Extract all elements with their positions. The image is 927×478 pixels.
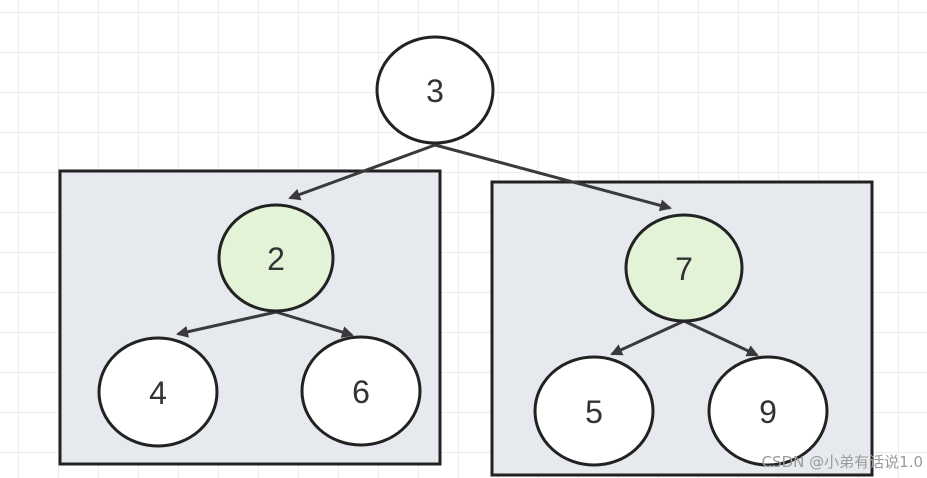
node-circle [533, 355, 655, 467]
edge-7-5 [610, 319, 685, 356]
edge-2-4 [176, 310, 277, 338]
tree-node-6: 6 [300, 335, 422, 447]
node-circle [624, 213, 744, 323]
node-label: 2 [267, 241, 285, 277]
node-circle [300, 335, 422, 447]
node-label: 5 [585, 394, 603, 430]
edge-2-6 [275, 310, 354, 338]
tree-node-7: 7 [624, 213, 744, 323]
node-label: 7 [675, 251, 693, 287]
node-circle [707, 355, 829, 467]
edge-3-7 [434, 143, 672, 212]
node-circle [97, 336, 219, 448]
edges [176, 143, 759, 357]
tree-node-4: 4 [97, 336, 219, 448]
tree-node-3: 3 [375, 35, 495, 145]
node-circle [375, 35, 495, 145]
tree-node-2: 2 [217, 203, 335, 313]
tree-node-9: 9 [707, 355, 829, 467]
edge-3-2 [288, 143, 436, 201]
edge-7-9 [683, 319, 759, 357]
watermark: CSDN @小弟有话说1.0 [761, 453, 923, 471]
node-label: 6 [352, 374, 370, 410]
node-label: 9 [759, 394, 777, 430]
node-label: 4 [149, 375, 167, 411]
node-label: 3 [426, 73, 444, 109]
tree-node-5: 5 [533, 355, 655, 467]
node-circle [217, 203, 335, 313]
